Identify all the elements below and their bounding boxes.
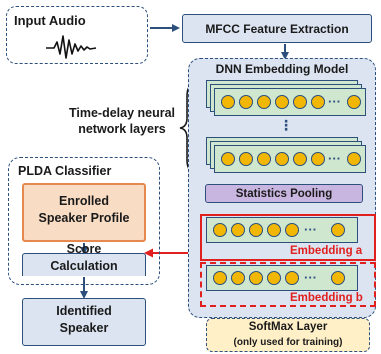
softmax-label: SoftMax Layer: [248, 321, 328, 333]
node: [347, 152, 361, 166]
node: [267, 271, 281, 285]
mfcc-box: MFCC Feature Extraction: [182, 14, 372, 43]
node: [213, 223, 227, 237]
node: [275, 95, 289, 109]
node: [249, 271, 263, 285]
plda-classifier-panel: [8, 157, 160, 285]
dnn-title: DNN Embedding Model: [215, 62, 349, 76]
node: [249, 223, 263, 237]
waveform-icon: [46, 35, 97, 59]
node: [311, 152, 325, 166]
embedding-a-label: Embedding a: [290, 245, 363, 257]
embedding-b-highlight: [200, 262, 376, 307]
node-ellipsis: ···: [304, 270, 317, 285]
identified-label-line1: Identified: [56, 304, 112, 318]
node: [311, 95, 325, 109]
plda-title: PLDA Classifier: [18, 164, 112, 178]
node-ellipsis: ···: [328, 94, 341, 109]
node: [239, 95, 253, 109]
node: [257, 95, 271, 109]
enrolled-label-line1: Enrolled: [58, 194, 109, 208]
input-audio-label: Input Audio: [14, 13, 86, 28]
softmax-note: (only used for training): [233, 337, 343, 348]
node: [285, 223, 299, 237]
node: [257, 152, 271, 166]
node: [239, 152, 253, 166]
identified-speaker-box: [22, 298, 146, 346]
tdnn-layer-1: ···: [214, 88, 366, 116]
enrolled-speaker-profile-box: [22, 183, 146, 242]
node: [293, 95, 307, 109]
node-ellipsis: ···: [304, 222, 317, 237]
score-label-line1: Score: [66, 242, 102, 256]
node: [267, 223, 281, 237]
node: [331, 271, 345, 285]
embedding-b-layer: ···: [206, 265, 358, 291]
node: [275, 152, 289, 166]
embedding-a-layer: ···: [206, 217, 358, 243]
layer-vertical-ellipsis: ⋮: [279, 117, 293, 133]
score-calculation-box: [22, 253, 146, 276]
node-ellipsis: ···: [328, 151, 341, 166]
embedding-b-label: Embedding b: [290, 292, 363, 304]
tdnn-label-line1: Time-delay neural: [68, 106, 176, 120]
tdnn-label-line2: network layers: [78, 122, 166, 136]
node: [285, 271, 299, 285]
embedding-a-highlight: [200, 214, 376, 261]
node: [331, 223, 345, 237]
node: [347, 95, 361, 109]
enrolled-label-line2: Speaker Profile: [38, 211, 130, 225]
brace-icon: [179, 83, 197, 173]
node: [213, 271, 227, 285]
node: [293, 152, 307, 166]
identified-label-line2: Speaker: [59, 321, 109, 335]
node: [231, 271, 245, 285]
input-audio-box: [6, 6, 148, 64]
tdnn-layer-2: ···: [214, 145, 366, 173]
node: [231, 223, 245, 237]
node: [221, 152, 235, 166]
softmax-box: [206, 318, 370, 352]
score-label-line2: Calculation: [50, 259, 118, 273]
statistics-pooling-box: Statistics Pooling: [205, 184, 363, 203]
node: [221, 95, 235, 109]
